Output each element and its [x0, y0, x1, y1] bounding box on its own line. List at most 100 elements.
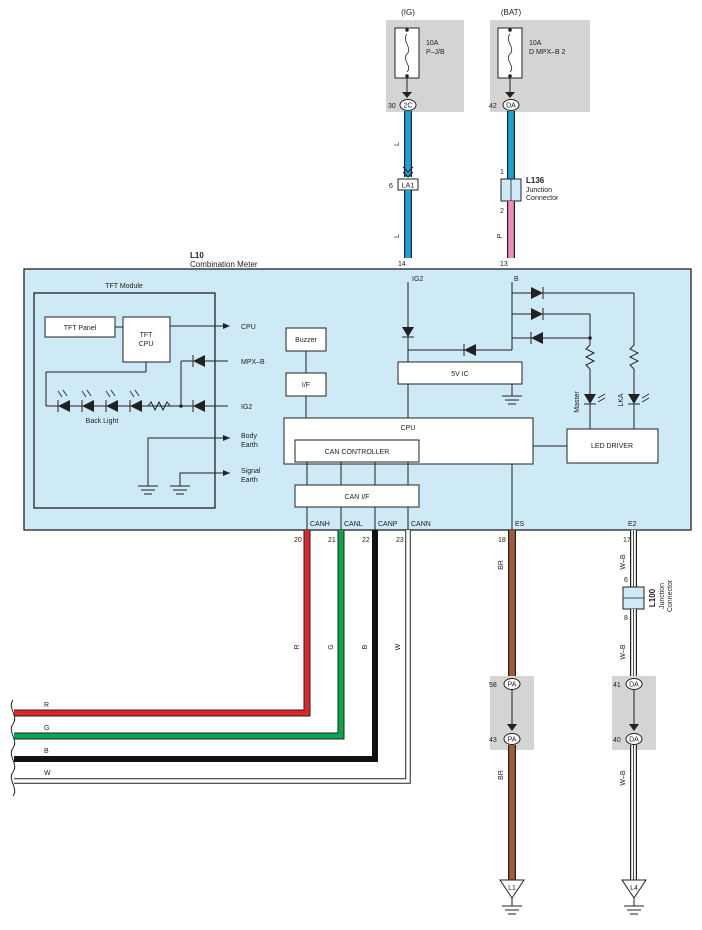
tft-module-title: TFT Module — [105, 283, 143, 290]
meter-terminal-canp: CANP — [378, 521, 398, 528]
fuse-ig-holder — [394, 27, 420, 79]
connector-pa-top-pin: 58 — [489, 682, 497, 689]
body-earth-ground-icon — [138, 485, 158, 495]
fuse-bat-element-icon — [507, 33, 513, 73]
connector-da-top — [625, 678, 643, 690]
can-wires: R G B W R G B W — [10, 530, 411, 797]
tft-ig2-diode-icon — [193, 400, 205, 412]
backlight-led-4-ray — [129, 389, 140, 398]
meter-terminal-es: ES — [515, 521, 525, 528]
tft-module-frame — [33, 292, 216, 509]
fuse-bat-holder — [497, 27, 523, 79]
wire-es-upper-color: BR — [498, 560, 505, 570]
meter-pin-canl: 21 — [328, 537, 336, 544]
meter-name: Combination Meter — [190, 260, 258, 269]
master-node — [588, 336, 592, 340]
ground-l4-icon — [621, 879, 647, 899]
e2-wire: W–B 6 8 L100 Junction Connector W–B DA 4… — [612, 530, 674, 915]
buzzer-label: Buzzer — [295, 337, 317, 344]
fuse-ig-connector — [399, 99, 417, 111]
tft-module: TFT Module TFT Panel TFT CPU CPU MPX–B I… — [33, 283, 265, 509]
tft-cpu-label-2: CPU — [139, 341, 154, 348]
backlight-node — [179, 404, 183, 408]
tft-out-cpu-label: CPU — [241, 324, 256, 331]
connector-l100-code: L100 — [648, 588, 657, 607]
meter-terminal-cann: CANN — [411, 521, 431, 528]
tft-cpu-label-1: TFT — [140, 332, 154, 339]
lka-resistor-icon — [628, 344, 640, 370]
connector-da-arrow-icon — [629, 724, 639, 731]
meter-terminal-canh: CANH — [310, 521, 330, 528]
fuse-bat-connector — [502, 99, 520, 111]
backlight-led-icon-1 — [58, 400, 70, 412]
connector-l136-desc2: Connector — [526, 195, 559, 202]
backlight-led-icon-2 — [82, 400, 94, 412]
wire-canl-casing — [14, 530, 345, 740]
backlight-led-icons — [57, 389, 142, 412]
fuse-bat-pin: 42 — [489, 103, 497, 110]
tft-mpxb-diode-icon — [193, 355, 205, 367]
lka-led-ray — [641, 393, 650, 403]
connector-pa: PA 58 PA 43 — [489, 676, 534, 750]
backlight-led-2-ray — [81, 389, 92, 398]
led-driver-label: LED DRIVER — [591, 443, 633, 450]
if-label: I/F — [302, 382, 310, 389]
tft-out-mpxb-label: MPX–B — [241, 359, 265, 366]
led-master-label: Master — [574, 391, 581, 413]
connector-l100-pin-top: 6 — [624, 577, 628, 584]
meter-code: L10 — [190, 251, 204, 260]
fuse-ig-connector-label: 2C — [404, 103, 413, 110]
wire-canh — [14, 530, 310, 716]
fuse-ig-name: P–J/B — [426, 49, 445, 56]
led-lka-label: LKA — [618, 393, 625, 407]
ground-l1-icon — [499, 879, 525, 899]
ic5v-ground-icon — [502, 395, 522, 405]
connector-da-top-code: DA — [629, 682, 639, 689]
wire-es-lower — [509, 745, 515, 880]
ground-l1-label: L1 — [508, 885, 516, 892]
fuse-bat: (BAT) 10A D MPX–B 2 42 DA — [489, 8, 590, 112]
backlight-resistor-icon — [147, 400, 171, 412]
meter-pin-e2: 17 — [623, 537, 631, 544]
connector-pa-top — [503, 678, 521, 690]
connector-l100-pin-bottom: 8 — [624, 615, 628, 622]
connector-da-top-pin: 41 — [613, 682, 621, 689]
es-wire: BR PA 58 PA 43 BR L1 — [489, 530, 534, 915]
ground-l4-label: L4 — [630, 885, 638, 892]
fuse-bat-name: D MPX–B 2 — [529, 49, 566, 56]
backlight-led-icon-3 — [106, 400, 118, 412]
meter-pin-canh: 20 — [294, 537, 302, 544]
meter-terminal-e2: E2 — [628, 521, 637, 528]
fuse-bat-terminal-icon — [508, 28, 512, 32]
fuse-ig-source: (IG) — [401, 8, 415, 17]
wire-canl-color-h: G — [44, 725, 49, 732]
fuse-bat-connector-label: DA — [506, 103, 516, 110]
connector-l136-pin-bottom: 2 — [500, 208, 504, 215]
fuse-bat-rating: 10A — [529, 40, 542, 47]
connector-l100-desc1: Junction — [659, 583, 666, 609]
fuse-bat-source: (BAT) — [501, 8, 522, 17]
wire-break-icon — [10, 699, 16, 797]
b-lka-diode-icon — [531, 287, 543, 299]
wire-canl-color-v: G — [328, 644, 335, 649]
ic5v-label: 5V IC — [451, 371, 469, 378]
meter-pin-cann: 23 — [396, 537, 404, 544]
signal-earth-ground-icon — [170, 485, 190, 495]
backlight-led-3-ray — [105, 389, 116, 398]
backlight-label: Back Light — [86, 418, 119, 425]
connector-pa-bottom-pin: 43 — [489, 737, 497, 744]
connector-la1-chevron-icon — [402, 166, 414, 178]
ground-l1-symbol-icon — [502, 905, 522, 915]
meter-pin-b: 13 — [500, 261, 508, 268]
signal-earth-label-2: Earth — [241, 477, 258, 484]
tft-panel-label: TFT Panel — [64, 325, 97, 332]
fuse-ig-element-icon — [404, 33, 410, 73]
meter-pin-es: 18 — [498, 537, 506, 544]
body-earth-line — [147, 437, 230, 486]
tft-cpu-out-arrow-icon — [223, 323, 230, 329]
main-cpu-label: CPU — [401, 425, 416, 432]
b-bridge-diode-icon — [464, 344, 476, 356]
fuse-ig-pin: 30 — [388, 103, 396, 110]
connector-da-bottom-code: DA — [629, 737, 639, 744]
ground-l4-symbol-icon — [624, 905, 644, 915]
